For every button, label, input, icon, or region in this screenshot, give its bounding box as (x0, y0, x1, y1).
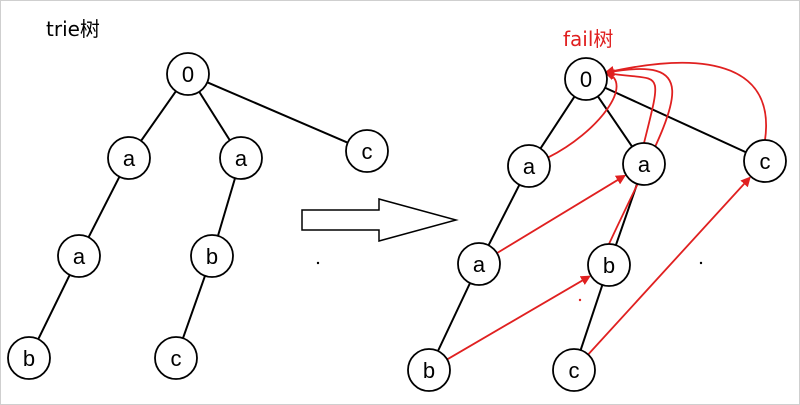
tree-edge (87, 176, 121, 238)
tree-edge (198, 91, 231, 141)
node-label: a (235, 146, 248, 171)
tree-node: a (457, 242, 501, 286)
trie-title: trie树 (46, 17, 100, 41)
tree-edge (140, 90, 177, 142)
node-circle (587, 243, 631, 287)
node-circle (622, 142, 666, 186)
node-circle (107, 136, 151, 180)
tree-node: c (552, 348, 596, 392)
fail-link-arrow (446, 275, 591, 361)
node-label: a (638, 152, 651, 177)
node-label: a (73, 244, 86, 269)
tree-edge (206, 81, 349, 144)
tree-edge (216, 177, 237, 237)
tree-node: b (7, 336, 51, 380)
node-label: b (603, 253, 615, 278)
tree-node: c (154, 336, 198, 380)
tree-node: a (107, 136, 151, 180)
tree-node: c (345, 129, 389, 173)
node-circle (457, 242, 501, 286)
node-circle (507, 144, 551, 188)
fail-title: fail树 (563, 27, 613, 51)
fail-link-arrow (603, 69, 657, 144)
node-circle (552, 348, 596, 392)
trie-tree: trie树 0 a a c a b b c (7, 17, 389, 380)
tree-node: a (507, 144, 551, 188)
stray-dot (316, 261, 320, 265)
node-label: b (23, 346, 35, 371)
tree-edge (597, 95, 633, 148)
node-circle (564, 57, 608, 101)
stray-dot (578, 298, 582, 302)
node-circle (190, 234, 234, 278)
tree-node: c (743, 139, 787, 183)
fail-link-arrow (496, 174, 627, 254)
node-label: b (423, 358, 435, 383)
fail-link-arrow (587, 176, 751, 356)
node-label: a (523, 154, 536, 179)
node-label: c (569, 358, 580, 383)
node-label: a (123, 146, 136, 171)
tree-edge (487, 184, 521, 246)
tree-node: a (219, 136, 263, 180)
node-label: b (206, 244, 218, 269)
node-label: c (362, 139, 373, 164)
node-label: 0 (182, 62, 194, 87)
tree-edge (539, 96, 576, 149)
node-label: c (760, 149, 771, 174)
stray-dot (699, 261, 703, 265)
fail-link-arrow (603, 66, 674, 245)
node-circle (166, 52, 210, 96)
tree-edge (579, 284, 604, 351)
trie-edges (37, 81, 349, 340)
trie-nodes: 0 a a c a b b c (7, 52, 389, 380)
tree-node: a (622, 142, 666, 186)
tree-node: 0 (564, 57, 608, 101)
tree-node: b (190, 234, 234, 278)
transform-arrow (301, 198, 459, 242)
fail-links (446, 61, 767, 361)
tree-edge (182, 275, 206, 339)
tree-node: a (57, 234, 101, 278)
tree-node: b (587, 243, 631, 287)
tree-edge (37, 274, 71, 340)
tree-edge (437, 282, 471, 352)
tree-node: b (407, 348, 451, 392)
tree-node: 0 (166, 52, 210, 96)
node-circle (407, 348, 451, 392)
node-circle (345, 129, 389, 173)
node-label: c (171, 346, 182, 371)
node-label: 0 (580, 67, 592, 92)
node-circle (57, 234, 101, 278)
node-label: a (473, 252, 486, 277)
node-circle (154, 336, 198, 380)
tree-edge (604, 86, 747, 154)
node-circle (219, 136, 263, 180)
fail-tree: fail树 0 a a c a b b c (407, 27, 787, 392)
fail-nodes: 0 a a c a b b c (407, 57, 787, 392)
fail-link-arrow (603, 61, 767, 141)
node-circle (7, 336, 51, 380)
node-circle (743, 139, 787, 183)
